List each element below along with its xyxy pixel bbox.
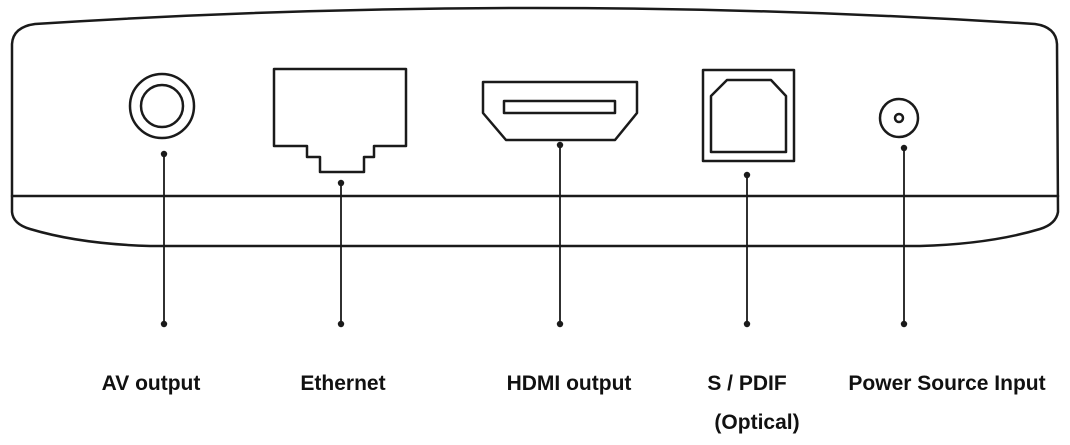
optical-port-icon [701,68,796,163]
label-hdmi-output: HDMI output [506,372,632,395]
av-jack-icon [128,72,196,140]
callout-leaders [160,141,908,328]
label-av-output: AV output [101,372,201,395]
label-ethernet: Ethernet [300,372,386,395]
label-spdif: S / PDIF [707,372,787,395]
label-spdif-optical: (Optical) [714,411,800,434]
ethernet-port-icon [272,67,408,174]
device-body [10,6,1060,248]
leader-av [160,150,168,328]
hdmi-port-icon [481,80,639,142]
leader-power [900,144,908,328]
leader-hdmi [556,141,564,328]
power-jack-icon [878,97,920,139]
leader-spdif [743,171,751,328]
device-outline [10,6,1060,248]
leader-ethernet [337,179,345,328]
label-power-source-input: Power Source Input [848,372,1046,395]
